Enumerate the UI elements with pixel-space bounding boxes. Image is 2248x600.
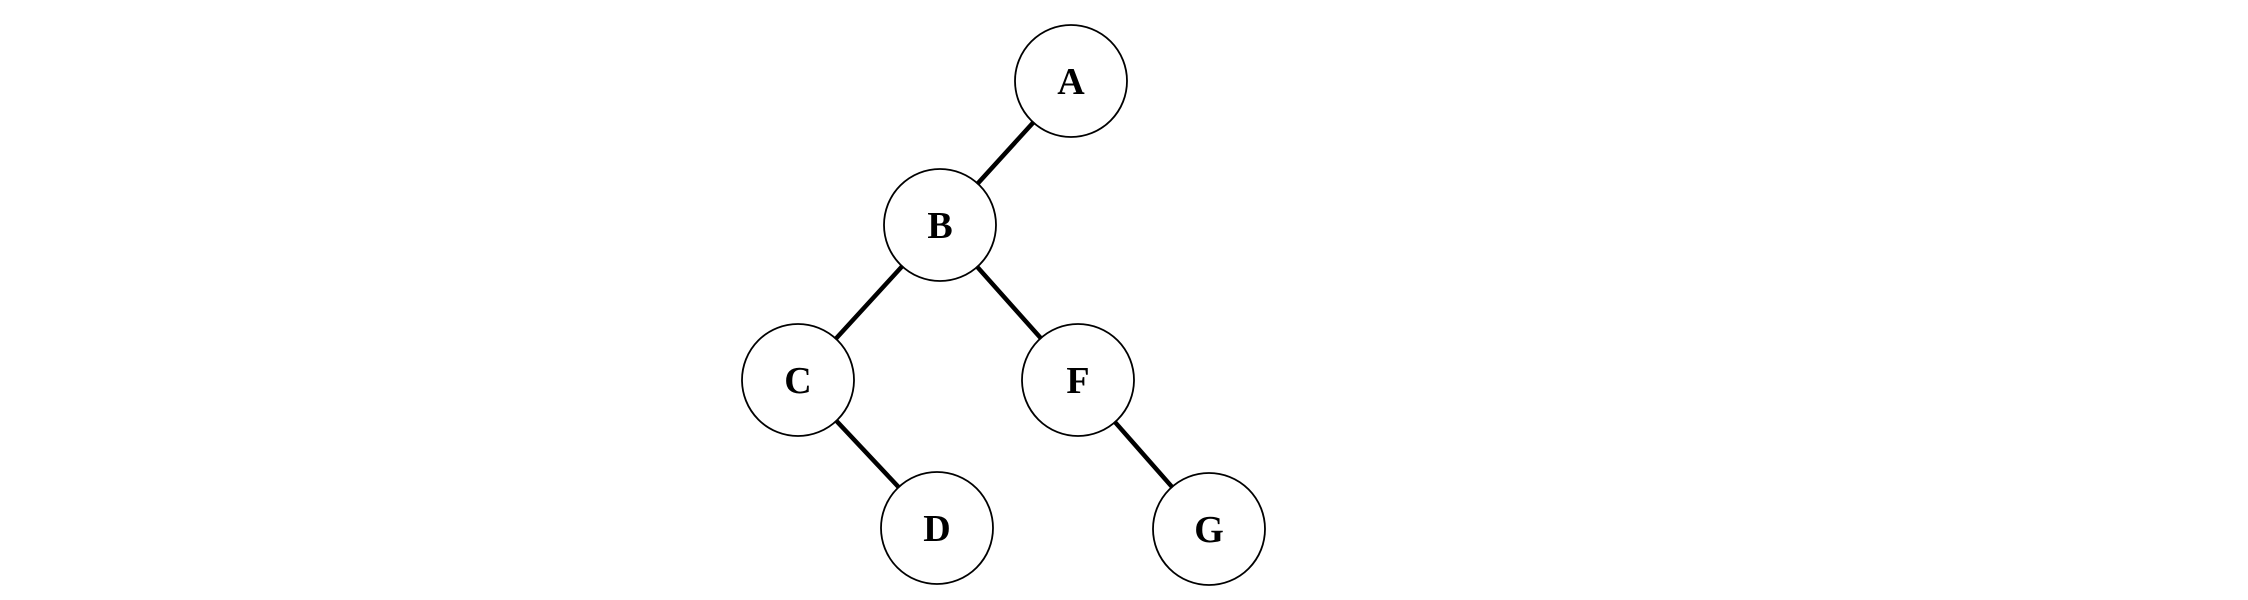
node-a[interactable]: A [1014, 24, 1128, 138]
node-circle-d[interactable] [880, 471, 994, 585]
node-label-f: F [1066, 360, 1089, 402]
nodes-layer: A B C D F G [741, 24, 1266, 586]
node-circle-f[interactable] [1021, 323, 1135, 437]
node-circle-a[interactable] [1014, 24, 1128, 138]
node-label-b: B [927, 205, 952, 247]
node-label-d: D [923, 508, 950, 550]
node-b[interactable]: B [883, 168, 997, 282]
edge-f-g [1113, 420, 1174, 489]
edge-b-f [975, 265, 1043, 340]
node-label-a: A [1057, 61, 1085, 103]
node-f[interactable]: F [1021, 323, 1135, 437]
edge-c-d [834, 419, 901, 489]
node-circle-g[interactable] [1152, 472, 1266, 586]
edge-b-c [834, 264, 904, 341]
node-label-c: C [784, 360, 811, 402]
edge-a-b [976, 120, 1035, 186]
node-circle-c[interactable] [741, 323, 855, 437]
node-g[interactable]: G [1152, 472, 1266, 586]
node-c[interactable]: C [741, 323, 855, 437]
node-d[interactable]: D [880, 471, 994, 585]
node-circle-b[interactable] [883, 168, 997, 282]
edges-layer [834, 120, 1174, 489]
node-label-g: G [1194, 509, 1224, 551]
